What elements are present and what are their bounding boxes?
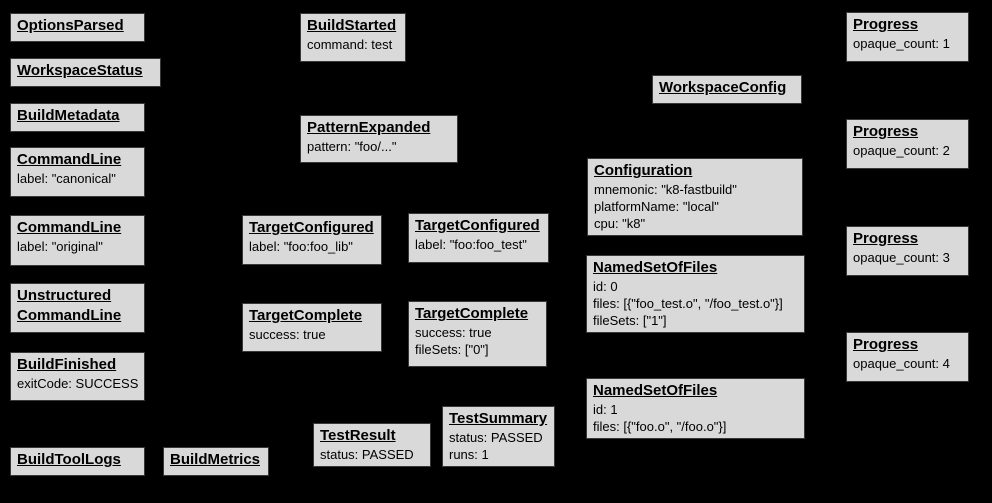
event-node-title: Progress: [853, 123, 919, 140]
event-node-field: label: "canonical": [17, 171, 116, 186]
event-node-title: Progress: [853, 336, 919, 353]
event-node-title: TargetConfigured: [415, 217, 540, 234]
event-node-title: Progress: [853, 230, 919, 247]
event-node-progress-4: Progress opaque_count: 4: [846, 332, 969, 382]
event-node-workspace-config: WorkspaceConfig: [652, 75, 802, 104]
event-node-title: TargetComplete: [415, 305, 529, 322]
event-node-field: fileSets: ["0"]: [415, 342, 489, 357]
event-node-build-tool-logs: BuildToolLogs: [10, 447, 145, 476]
event-node-title: BuildStarted: [307, 17, 397, 34]
event-node-target-complete-foo-lib: TargetComplete success: true: [242, 303, 382, 352]
event-node-title: NamedSetOfFiles: [593, 259, 718, 276]
event-node-target-configured-foo-lib: TargetConfigured label: "foo:foo_lib": [242, 215, 382, 265]
event-node-progress-1: Progress opaque_count: 1: [846, 12, 969, 62]
event-node-title: TestResult: [320, 427, 396, 444]
event-node-title: WorkspaceConfig: [659, 79, 787, 96]
event-node-field: success: true: [415, 325, 492, 340]
event-node-named-set-of-files-0: NamedSetOfFiles id: 0 files: [{"foo_test.o…: [586, 255, 805, 333]
event-node-field: label: "foo:foo_test": [415, 237, 527, 252]
event-node-title: BuildMetadata: [17, 107, 120, 124]
event-node-field: label: "foo:foo_lib": [249, 239, 353, 254]
event-node-build-metadata: BuildMetadata: [10, 103, 145, 132]
event-node-pattern-expanded: PatternExpanded pattern: "foo/...": [300, 115, 458, 163]
event-node-build-finished: BuildFinished exitCode: SUCCESS: [10, 352, 145, 401]
event-node-field: id: 1: [593, 402, 618, 417]
event-node-command-line-original: CommandLine label: "original": [10, 215, 145, 266]
event-node-workspace-status: WorkspaceStatus: [10, 58, 161, 87]
event-node-field: opaque_count: 3: [853, 250, 950, 265]
event-node-field: opaque_count: 1: [853, 36, 950, 51]
event-node-build-started: BuildStarted command: test: [300, 13, 406, 62]
event-node-field: runs: 1: [449, 447, 489, 462]
event-node-test-result: TestResult status: PASSED: [313, 423, 431, 467]
event-node-title: Progress: [853, 16, 919, 33]
event-node-title: TargetComplete: [249, 307, 363, 324]
event-node-field: mnemonic: "k8-fastbuild": [594, 182, 737, 197]
event-node-configuration: Configuration mnemonic: "k8-fastbuild" pla…: [587, 158, 803, 236]
event-node-title: CommandLine: [17, 151, 122, 168]
event-node-unstructured-command-line: Unstructured CommandLine: [10, 283, 145, 333]
event-node-field: opaque_count: 4: [853, 356, 950, 371]
event-node-title: PatternExpanded: [307, 119, 431, 136]
event-node-options-parsed: OptionsParsed: [10, 13, 145, 42]
event-node-field: status: PASSED: [320, 447, 414, 462]
event-node-field: command: test: [307, 37, 393, 52]
event-node-title: Unstructured CommandLine: [17, 287, 122, 324]
event-node-field: label: "original": [17, 239, 103, 254]
event-node-title: BuildMetrics: [170, 451, 261, 468]
event-node-field: files: [{"foo_test.o", "/foo_test.o"}]: [593, 296, 783, 311]
event-node-field: platformName: "local": [594, 199, 719, 214]
event-node-title: TargetConfigured: [249, 219, 374, 236]
event-node-field: cpu: "k8": [594, 216, 646, 231]
event-node-title: WorkspaceStatus: [17, 62, 143, 79]
event-node-field: status: PASSED: [449, 430, 543, 445]
event-node-title: OptionsParsed: [17, 17, 124, 34]
event-node-field: opaque_count: 2: [853, 143, 950, 158]
event-node-title: CommandLine: [17, 219, 122, 236]
event-node-named-set-of-files-1: NamedSetOfFiles id: 1 files: [{"foo.o", "/…: [586, 378, 805, 439]
event-node-test-summary: TestSummary status: PASSED runs: 1: [442, 406, 555, 467]
event-node-field: pattern: "foo/...": [307, 139, 397, 154]
event-node-title: TestSummary: [449, 410, 548, 427]
event-node-field: exitCode: SUCCESS: [17, 376, 139, 391]
event-node-title: BuildToolLogs: [17, 451, 121, 468]
event-node-target-configured-foo-test: TargetConfigured label: "foo:foo_test": [408, 213, 549, 263]
event-node-field: id: 0: [593, 279, 618, 294]
event-node-title: Configuration: [594, 162, 693, 179]
event-node-command-line-canonical: CommandLine label: "canonical": [10, 147, 145, 197]
event-node-progress-3: Progress opaque_count: 3: [846, 226, 969, 276]
event-node-build-metrics: BuildMetrics: [163, 447, 269, 476]
event-node-field: success: true: [249, 327, 326, 342]
event-node-field: files: [{"foo.o", "/foo.o"}]: [593, 419, 727, 434]
event-node-progress-2: Progress opaque_count: 2: [846, 119, 969, 169]
event-node-field: fileSets: ["1"]: [593, 313, 667, 328]
event-node-title: NamedSetOfFiles: [593, 382, 718, 399]
event-node-target-complete-foo-test: TargetComplete success: true fileSets: ["0…: [408, 301, 547, 367]
event-node-title: BuildFinished: [17, 356, 117, 373]
